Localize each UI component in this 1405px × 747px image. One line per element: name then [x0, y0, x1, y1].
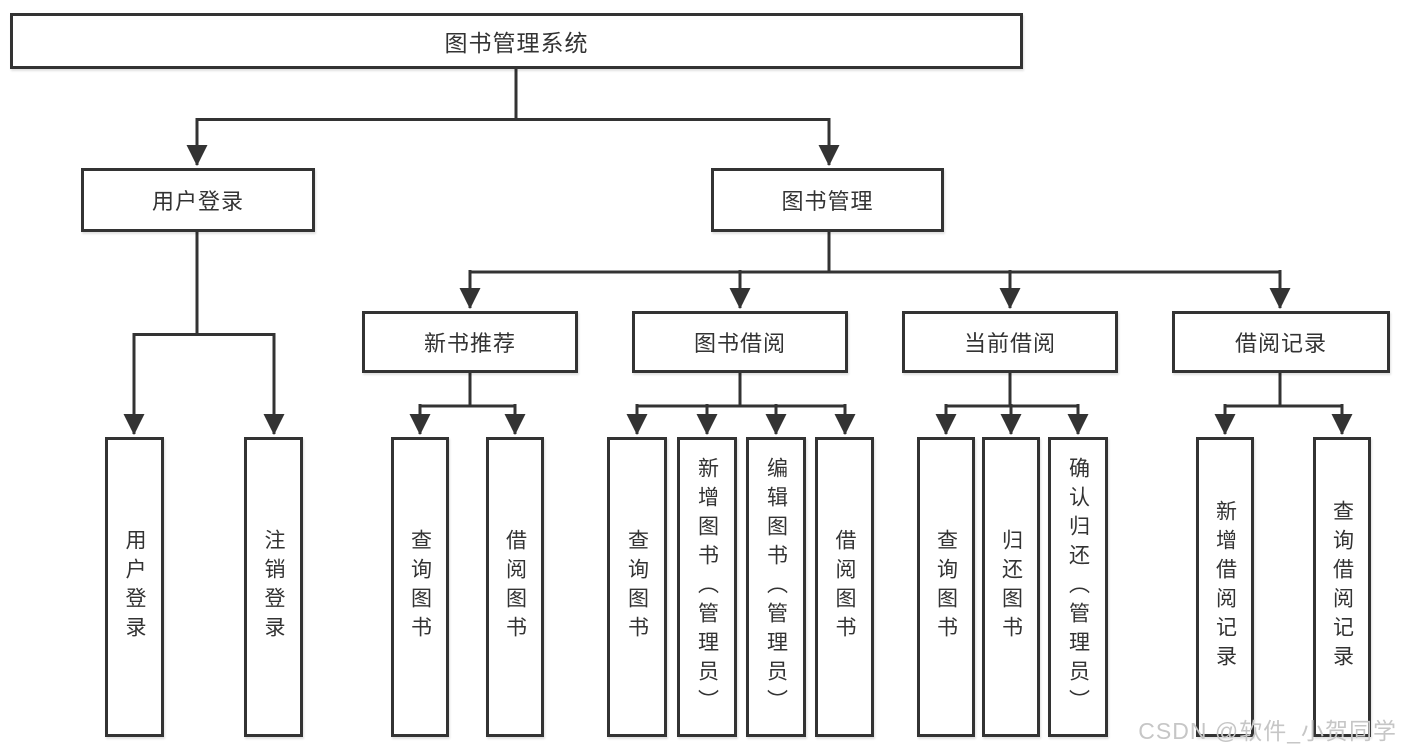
node-book-management: 图书管理 — [711, 168, 944, 232]
node-label: 当前借阅 — [963, 331, 1056, 356]
node-label: 查询借阅记录 — [1330, 500, 1354, 674]
leaf-add-books-admin: 新增图书（管理员） — [677, 437, 737, 737]
leaf-query-books: 查询图书 — [391, 437, 449, 737]
node-new-book-recommend: 新书推荐 — [362, 311, 578, 373]
node-label: 用户登录 — [123, 529, 146, 645]
node-current-borrow: 当前借阅 — [902, 311, 1118, 373]
connector-login-rail — [134, 232, 274, 336]
leaf-query-borrow-record: 查询借阅记录 — [1313, 437, 1371, 737]
node-label: 用户登录 — [151, 189, 244, 214]
node-label: 图书借阅 — [693, 331, 786, 356]
leaf-add-borrow-record: 新增借阅记录 — [1196, 437, 1254, 737]
node-label: 图书管理系统 — [444, 30, 589, 56]
leaf-confirm-return-admin: 确认归还（管理员） — [1048, 437, 1108, 737]
node-user-login: 用户登录 — [81, 168, 315, 232]
leaf-borrow-books: 借阅图书 — [815, 437, 874, 737]
node-book-borrow: 图书借阅 — [632, 311, 848, 373]
node-label: 查询图书 — [934, 529, 958, 645]
connector-recommend-rail — [420, 373, 515, 408]
node-label: 借阅记录 — [1234, 331, 1327, 356]
leaf-edit-books-admin: 编辑图书（管理员） — [746, 437, 806, 737]
node-label: 借阅图书 — [503, 529, 527, 645]
connector-mgmt-rail — [470, 232, 1280, 274]
node-root-library-system: 图书管理系统 — [10, 13, 1023, 69]
node-label: 新增借阅记录 — [1213, 500, 1237, 674]
node-label: 新书推荐 — [423, 331, 516, 356]
node-label: 归还图书 — [999, 529, 1023, 645]
connector-records-rail — [1225, 373, 1342, 408]
leaf-borrow-books: 借阅图书 — [486, 437, 544, 737]
node-label: 确认归还（管理员） — [1066, 456, 1090, 718]
node-label: 注销登录 — [262, 529, 285, 645]
leaf-user-login: 用户登录 — [105, 437, 164, 737]
node-label: 图书管理 — [781, 189, 874, 214]
node-label: 借阅图书 — [833, 529, 856, 645]
leaf-logout: 注销登录 — [244, 437, 303, 737]
node-label: 查询图书 — [625, 529, 649, 645]
node-label: 新增图书（管理员） — [695, 456, 719, 718]
connector-borrow-rail — [637, 373, 845, 408]
connector-root-rail — [197, 68, 829, 121]
node-label: 查询图书 — [408, 529, 432, 645]
leaf-return-books: 归还图书 — [982, 437, 1040, 737]
csdn-watermark: CSDN @软件_小贺同学 — [1138, 718, 1397, 744]
node-label: 编辑图书（管理员） — [764, 456, 788, 718]
leaf-query-books: 查询图书 — [607, 437, 667, 737]
node-borrow-records: 借阅记录 — [1172, 311, 1390, 373]
leaf-query-books: 查询图书 — [917, 437, 975, 737]
connector-current-rail — [946, 373, 1078, 408]
